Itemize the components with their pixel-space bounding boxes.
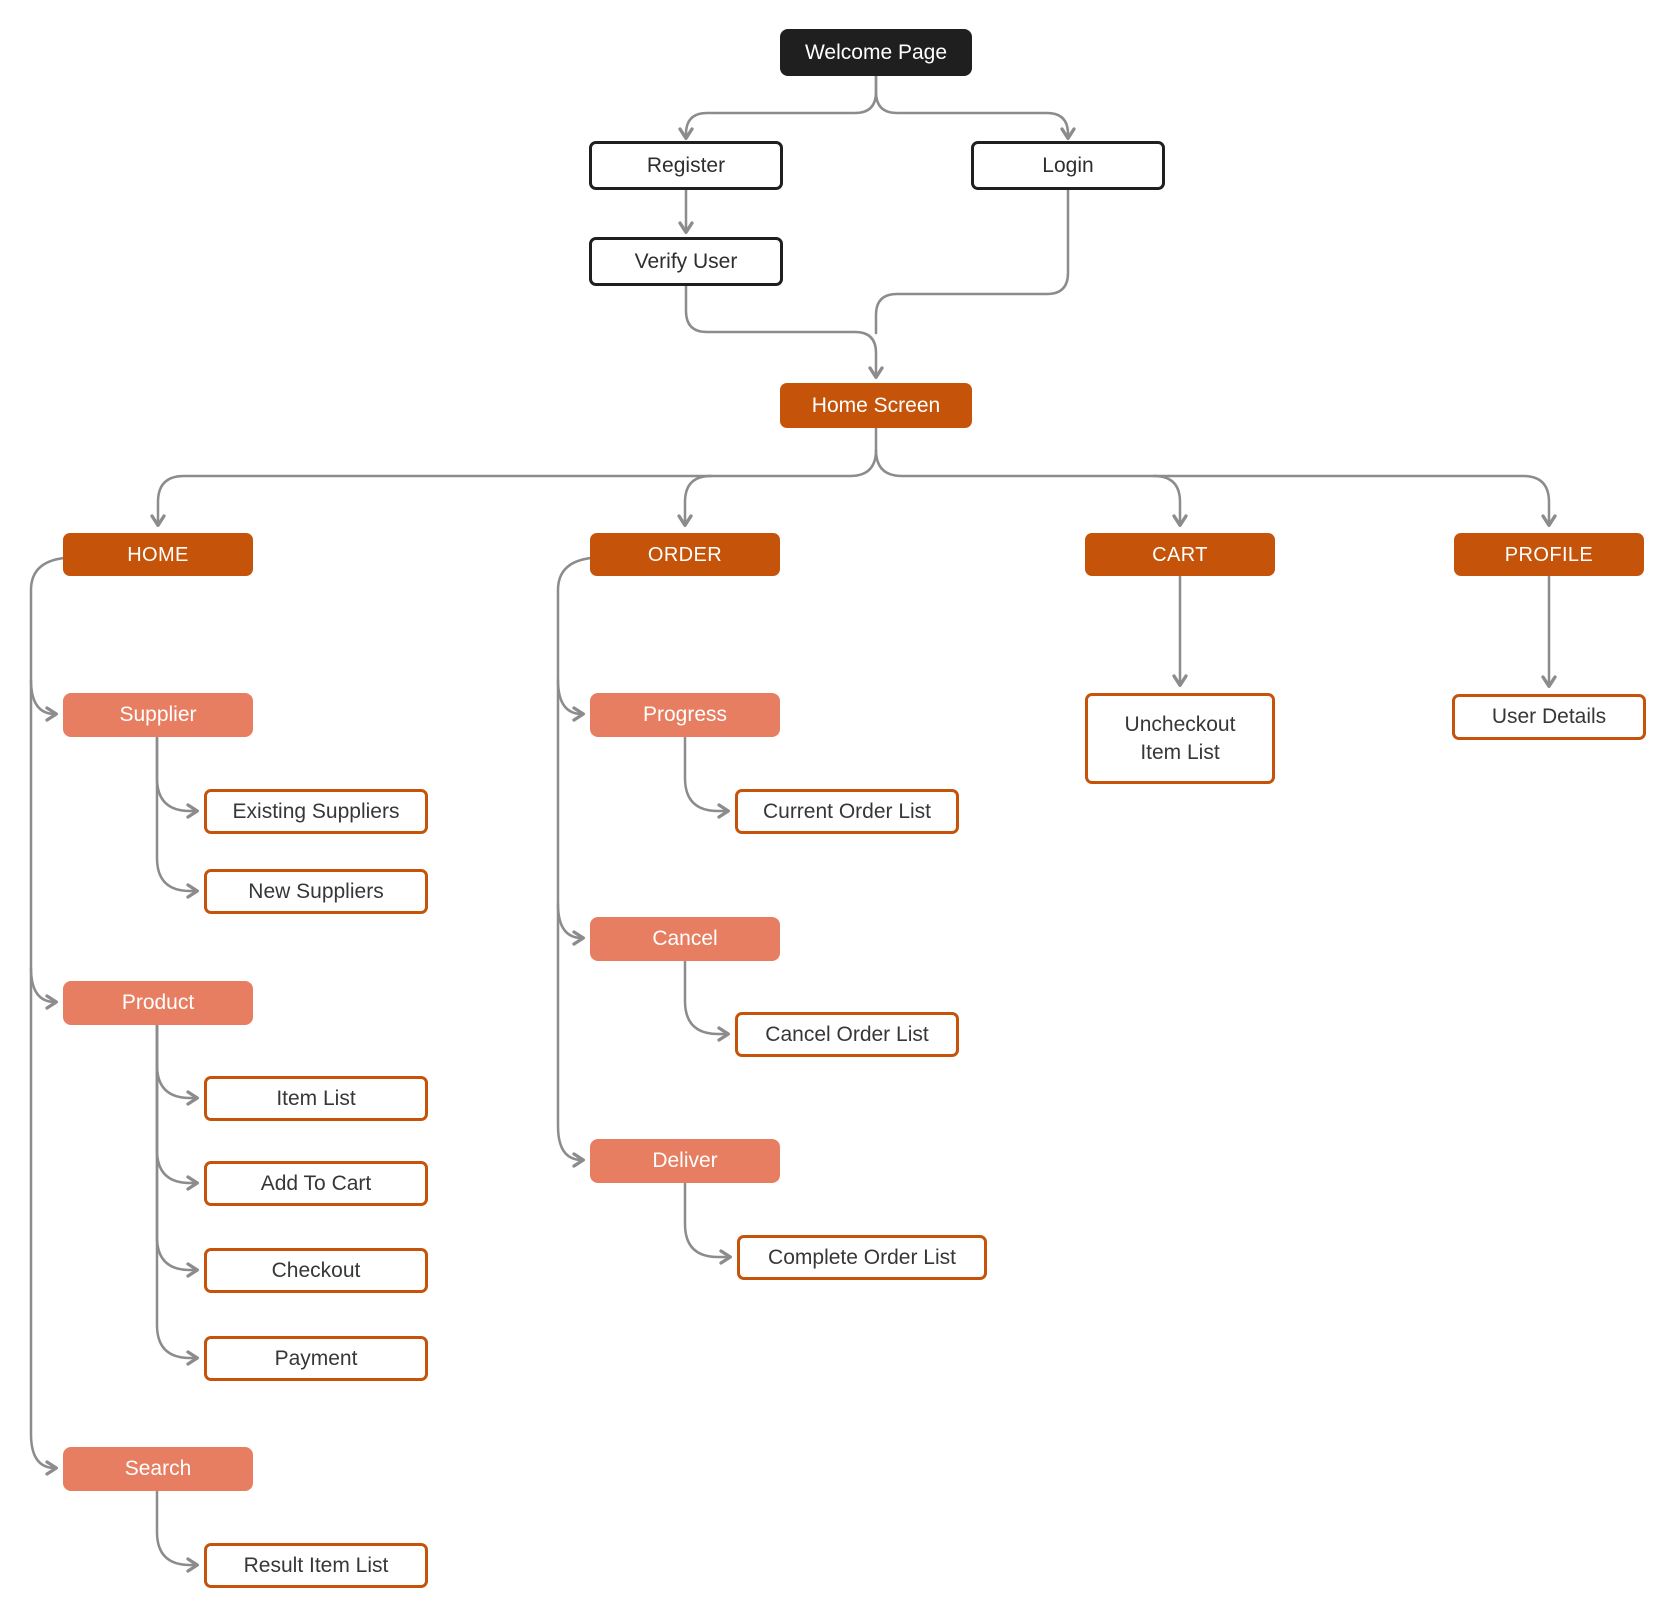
connector-progress-current: [683, 735, 730, 819]
connector-supplier-new: [155, 735, 199, 899]
connector-search-result: [155, 1489, 199, 1573]
connector-homescreen-home: [150, 426, 878, 527]
connector-home-product: [29, 966, 58, 1010]
node-result-item-list: Result Item List: [204, 1543, 428, 1588]
node-checkout: Checkout: [204, 1248, 428, 1293]
node-home-screen: Home Screen: [780, 383, 972, 428]
node-existing-suppliers: Existing Suppliers: [204, 789, 428, 834]
connector-home-spine-search: [29, 556, 66, 1476]
node-complete-order-list: Complete Order List: [737, 1235, 987, 1280]
node-order-section: ORDER: [590, 533, 780, 576]
connector-cancel-cancelorder: [683, 959, 730, 1042]
node-item-list: Item List: [204, 1076, 428, 1121]
node-add-to-cart: Add To Cart: [204, 1161, 428, 1206]
node-deliver: Deliver: [590, 1139, 780, 1183]
node-user-details: User Details: [1452, 694, 1646, 740]
connector-homescreen-order: [677, 474, 713, 527]
connector-product-itemlist: [155, 1023, 199, 1106]
node-cart-section: CART: [1085, 533, 1275, 576]
node-home-section: HOME: [63, 533, 253, 576]
connector-product-payment: [155, 1023, 199, 1366]
node-profile-section: PROFILE: [1454, 533, 1644, 576]
node-register: Register: [589, 141, 783, 190]
node-welcome-page: Welcome Page: [780, 29, 972, 76]
node-current-order-list: Current Order List: [735, 789, 959, 834]
connector-product-checkout: [155, 1023, 199, 1278]
node-supplier: Supplier: [63, 693, 253, 737]
connector-order-spine-deliver: [556, 556, 593, 1168]
node-progress: Progress: [590, 693, 780, 737]
connector-deliver-complete: [683, 1181, 732, 1265]
connector-login-homescreen: [874, 188, 1070, 335]
connector-product-addtocart: [155, 1023, 199, 1191]
connector-order-progress: [556, 678, 585, 722]
node-product: Product: [63, 981, 253, 1025]
connector-verify-homescreen: [684, 284, 884, 380]
node-verify-user: Verify User: [589, 237, 783, 286]
node-cancel-order-list: Cancel Order List: [735, 1012, 959, 1057]
node-payment: Payment: [204, 1336, 428, 1381]
connector-welcome-login: [874, 74, 1076, 140]
connector-order-cancel: [556, 902, 585, 946]
node-search: Search: [63, 1447, 253, 1491]
node-login: Login: [971, 141, 1165, 190]
connector-homescreen-profile: [874, 448, 1557, 527]
node-new-suppliers: New Suppliers: [204, 869, 428, 914]
node-cancel: Cancel: [590, 917, 780, 961]
connector-supplier-existing: [155, 735, 199, 819]
connector-home-supplier: [29, 678, 58, 722]
node-uncheckout-item-list: Uncheckout Item List: [1085, 693, 1275, 784]
connector-welcome-register: [678, 74, 878, 140]
connector-homescreen-cart: [1152, 474, 1188, 527]
